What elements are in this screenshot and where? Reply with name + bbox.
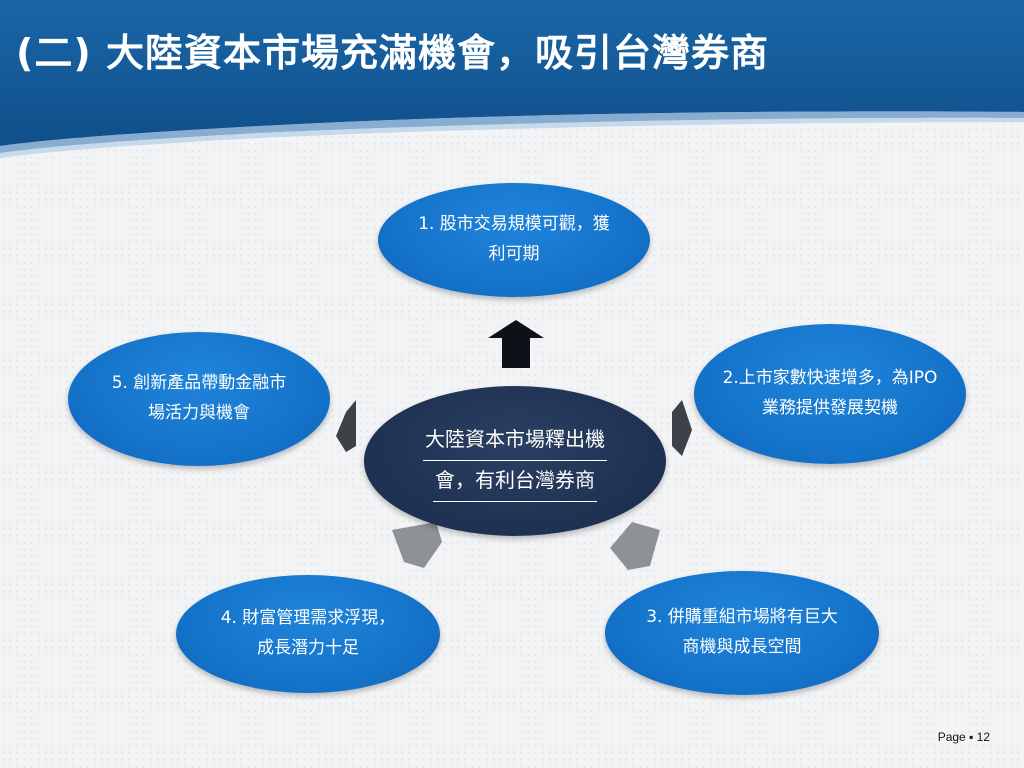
node-4-label: 4. 財富管理需求浮現，成長潛力十足 <box>220 608 396 658</box>
header-band <box>0 0 1024 158</box>
node-5-label: 5. 創新產品帶動金融市場活力與機會 <box>111 373 287 423</box>
arrow-upper-right <box>672 400 692 456</box>
page-number: Page ▪ 12 <box>937 730 990 744</box>
arrow-up <box>488 320 544 368</box>
center-label-line1: 大陸資本市場釋出機 <box>423 420 607 461</box>
node-1-label: 1. 股市交易規模可觀，獲利可期 <box>418 214 610 264</box>
node-4: 4. 財富管理需求浮現，成長潛力十足 <box>176 575 440 693</box>
node-3-label: 3. 併購重組市場將有巨大商機與成長空間 <box>646 607 838 657</box>
arrow-lower-right <box>610 522 660 570</box>
arrow-lower-left <box>392 522 442 568</box>
node-2-label: 2.上市家數快速增多，為IPO業務提供發展契機 <box>722 368 938 418</box>
node-2: 2.上市家數快速增多，為IPO業務提供發展契機 <box>694 324 966 464</box>
arrow-upper-left <box>336 400 356 452</box>
center-label-line2: 會，有利台灣券商 <box>433 461 597 502</box>
node-5: 5. 創新產品帶動金融市場活力與機會 <box>68 332 330 466</box>
node-1: 1. 股市交易規模可觀，獲利可期 <box>378 183 650 297</box>
center-node: 大陸資本市場釋出機 會，有利台灣券商 <box>364 386 666 536</box>
node-3: 3. 併購重組市場將有巨大商機與成長空間 <box>605 571 879 695</box>
center-label: 大陸資本市場釋出機 會，有利台灣券商 <box>405 420 625 502</box>
slide-title: (二) 大陸資本市場充滿機會，吸引台灣券商 <box>16 31 769 75</box>
